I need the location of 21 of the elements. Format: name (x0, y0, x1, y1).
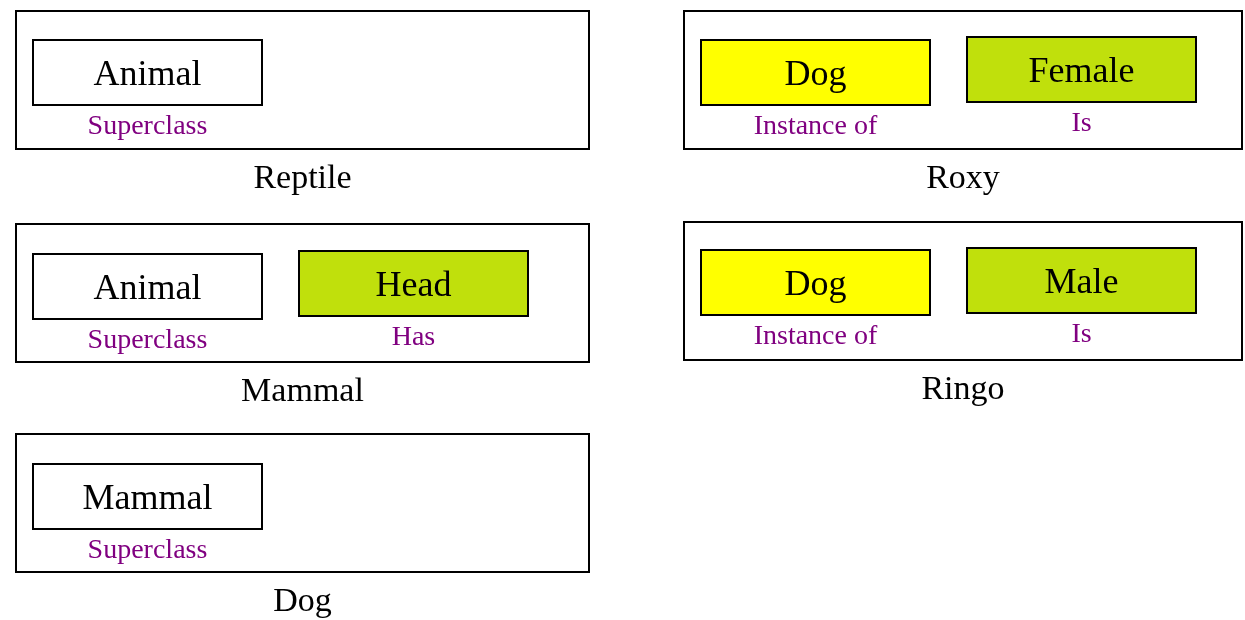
frame-caption: Dog (273, 581, 332, 619)
relation-label: Has (391, 320, 436, 352)
relation-label: Superclass (87, 109, 208, 141)
frame-caption: Reptile (253, 158, 352, 196)
relation-label: Superclass (87, 533, 208, 565)
relation-label: Is (1071, 317, 1092, 349)
frame-caption: Ringo (921, 369, 1005, 407)
relation-label: Superclass (87, 323, 208, 355)
class-name: Female (1028, 49, 1135, 90)
frame-caption: Mammal (241, 371, 364, 409)
relation-label: Instance of (753, 109, 878, 141)
class-name: Male (1044, 260, 1119, 301)
relation-label: Is (1071, 106, 1092, 138)
class-name: Animal (93, 52, 202, 93)
class-name: Dog (784, 52, 847, 93)
class-name: Head (375, 263, 452, 304)
class-name: Dog (784, 262, 847, 303)
relation-label: Instance of (753, 319, 878, 351)
frame-caption: Roxy (926, 158, 1000, 196)
class-name: Mammal (82, 476, 213, 517)
class-name: Animal (93, 266, 202, 307)
